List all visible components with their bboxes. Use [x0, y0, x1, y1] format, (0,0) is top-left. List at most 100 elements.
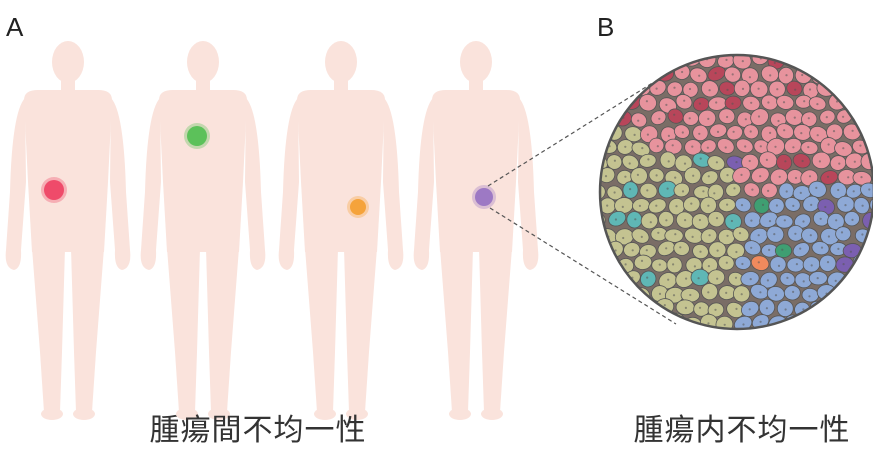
- cell-nucleus: [693, 323, 695, 325]
- cell-nucleus: [794, 233, 796, 235]
- cell-nucleus: [810, 234, 812, 236]
- cell-nucleus: [783, 129, 785, 131]
- magnified-tumor: [586, 50, 873, 335]
- cell-nucleus: [691, 146, 693, 148]
- cell-nucleus: [692, 175, 694, 177]
- cell-nucleus: [698, 277, 700, 279]
- cell-nucleus: [758, 261, 760, 263]
- cell-nucleus: [629, 162, 631, 164]
- cell-nucleus: [776, 204, 778, 206]
- cell-nucleus: [699, 251, 701, 253]
- cell-nucleus: [707, 322, 709, 324]
- cell-nucleus: [707, 205, 709, 207]
- cell-nucleus: [674, 177, 676, 179]
- cell-nucleus: [868, 188, 870, 190]
- human-silhouette-2: [141, 41, 266, 420]
- cell-nucleus: [673, 87, 675, 89]
- cell-nucleus: [759, 291, 761, 293]
- cell-nucleus: [767, 279, 769, 281]
- cell-nucleus: [809, 175, 811, 177]
- cell-nucleus: [733, 131, 735, 133]
- cell-nucleus: [665, 104, 667, 106]
- cell-nucleus: [595, 192, 597, 194]
- cell-nucleus: [637, 174, 639, 176]
- cell-nucleus: [750, 102, 752, 104]
- cell-nucleus: [622, 237, 624, 239]
- cell-nucleus: [700, 158, 702, 160]
- tumor-cell: [665, 229, 684, 243]
- cell-nucleus: [768, 249, 770, 251]
- cell-nucleus: [817, 306, 819, 308]
- cell-nucleus: [794, 117, 796, 119]
- cell-nucleus: [828, 235, 830, 237]
- cell-nucleus: [801, 74, 803, 76]
- cell-nucleus: [691, 57, 693, 59]
- cell-nucleus: [657, 145, 659, 147]
- cell-nucleus: [749, 160, 751, 162]
- cell-nucleus: [647, 134, 649, 136]
- cell-nucleus: [624, 176, 626, 178]
- cell-nucleus: [850, 251, 852, 253]
- cell-nucleus: [862, 205, 864, 207]
- tumor-4: [475, 188, 493, 206]
- tumor-3: [350, 199, 366, 215]
- cell-nucleus: [800, 132, 802, 134]
- cell-nucleus: [708, 175, 710, 177]
- cell-nucleus: [731, 103, 733, 105]
- cell-nucleus: [808, 117, 810, 119]
- cell-nucleus: [843, 263, 845, 265]
- cell-nucleus: [785, 74, 787, 76]
- tumor-cell: [784, 285, 800, 300]
- cell-nucleus: [817, 134, 819, 136]
- human-silhouettes: [6, 41, 539, 420]
- cell-nucleus: [785, 308, 787, 310]
- cell-nucleus: [758, 88, 760, 90]
- cell-nucleus: [624, 146, 626, 148]
- cell-nucleus: [773, 233, 775, 235]
- cell-nucleus: [698, 133, 700, 135]
- cell-nucleus: [717, 250, 719, 252]
- tumor-cell: [787, 258, 804, 272]
- cell-nucleus: [679, 246, 681, 248]
- cell-nucleus: [792, 205, 794, 207]
- cell-nucleus: [837, 248, 839, 250]
- cell-nucleus: [640, 86, 642, 88]
- cell-nucleus: [667, 279, 669, 281]
- cell-nucleus: [741, 293, 743, 295]
- cell-nucleus: [844, 204, 846, 206]
- cell-nucleus: [811, 264, 813, 266]
- cell-nucleus: [726, 89, 728, 91]
- tumor-1: [44, 180, 64, 200]
- cell-nucleus: [731, 220, 733, 222]
- cell-nucleus: [639, 205, 641, 207]
- cell-nucleus: [673, 114, 675, 116]
- cell-nucleus: [815, 187, 817, 189]
- cell-nucleus: [802, 220, 804, 222]
- cell-nucleus: [598, 163, 600, 165]
- tumor-2: [187, 126, 207, 146]
- cell-nucleus: [739, 232, 741, 234]
- cell-nucleus: [725, 146, 727, 148]
- cell-nucleus: [685, 278, 687, 280]
- cell-nucleus: [749, 76, 751, 78]
- cell-nucleus: [742, 88, 744, 90]
- cell-nucleus: [794, 59, 796, 61]
- cell-nucleus: [828, 143, 830, 145]
- cell-nucleus: [655, 205, 657, 207]
- cell-nucleus: [758, 115, 760, 117]
- cell-nucleus: [816, 103, 818, 105]
- cell-nucleus: [842, 147, 844, 149]
- cell-nucleus: [817, 75, 819, 77]
- cell-nucleus: [803, 280, 805, 282]
- cell-nucleus: [709, 89, 711, 91]
- cell-nucleus: [799, 248, 801, 250]
- cell-nucleus: [744, 145, 746, 147]
- cell-nucleus: [808, 295, 810, 297]
- cell-nucleus: [672, 263, 674, 265]
- cell-nucleus: [742, 323, 744, 325]
- cell-nucleus: [708, 265, 710, 267]
- cell-nucleus: [665, 219, 667, 221]
- cell-nucleus: [783, 101, 785, 103]
- cell-nucleus: [854, 161, 856, 163]
- cell-nucleus: [717, 131, 719, 133]
